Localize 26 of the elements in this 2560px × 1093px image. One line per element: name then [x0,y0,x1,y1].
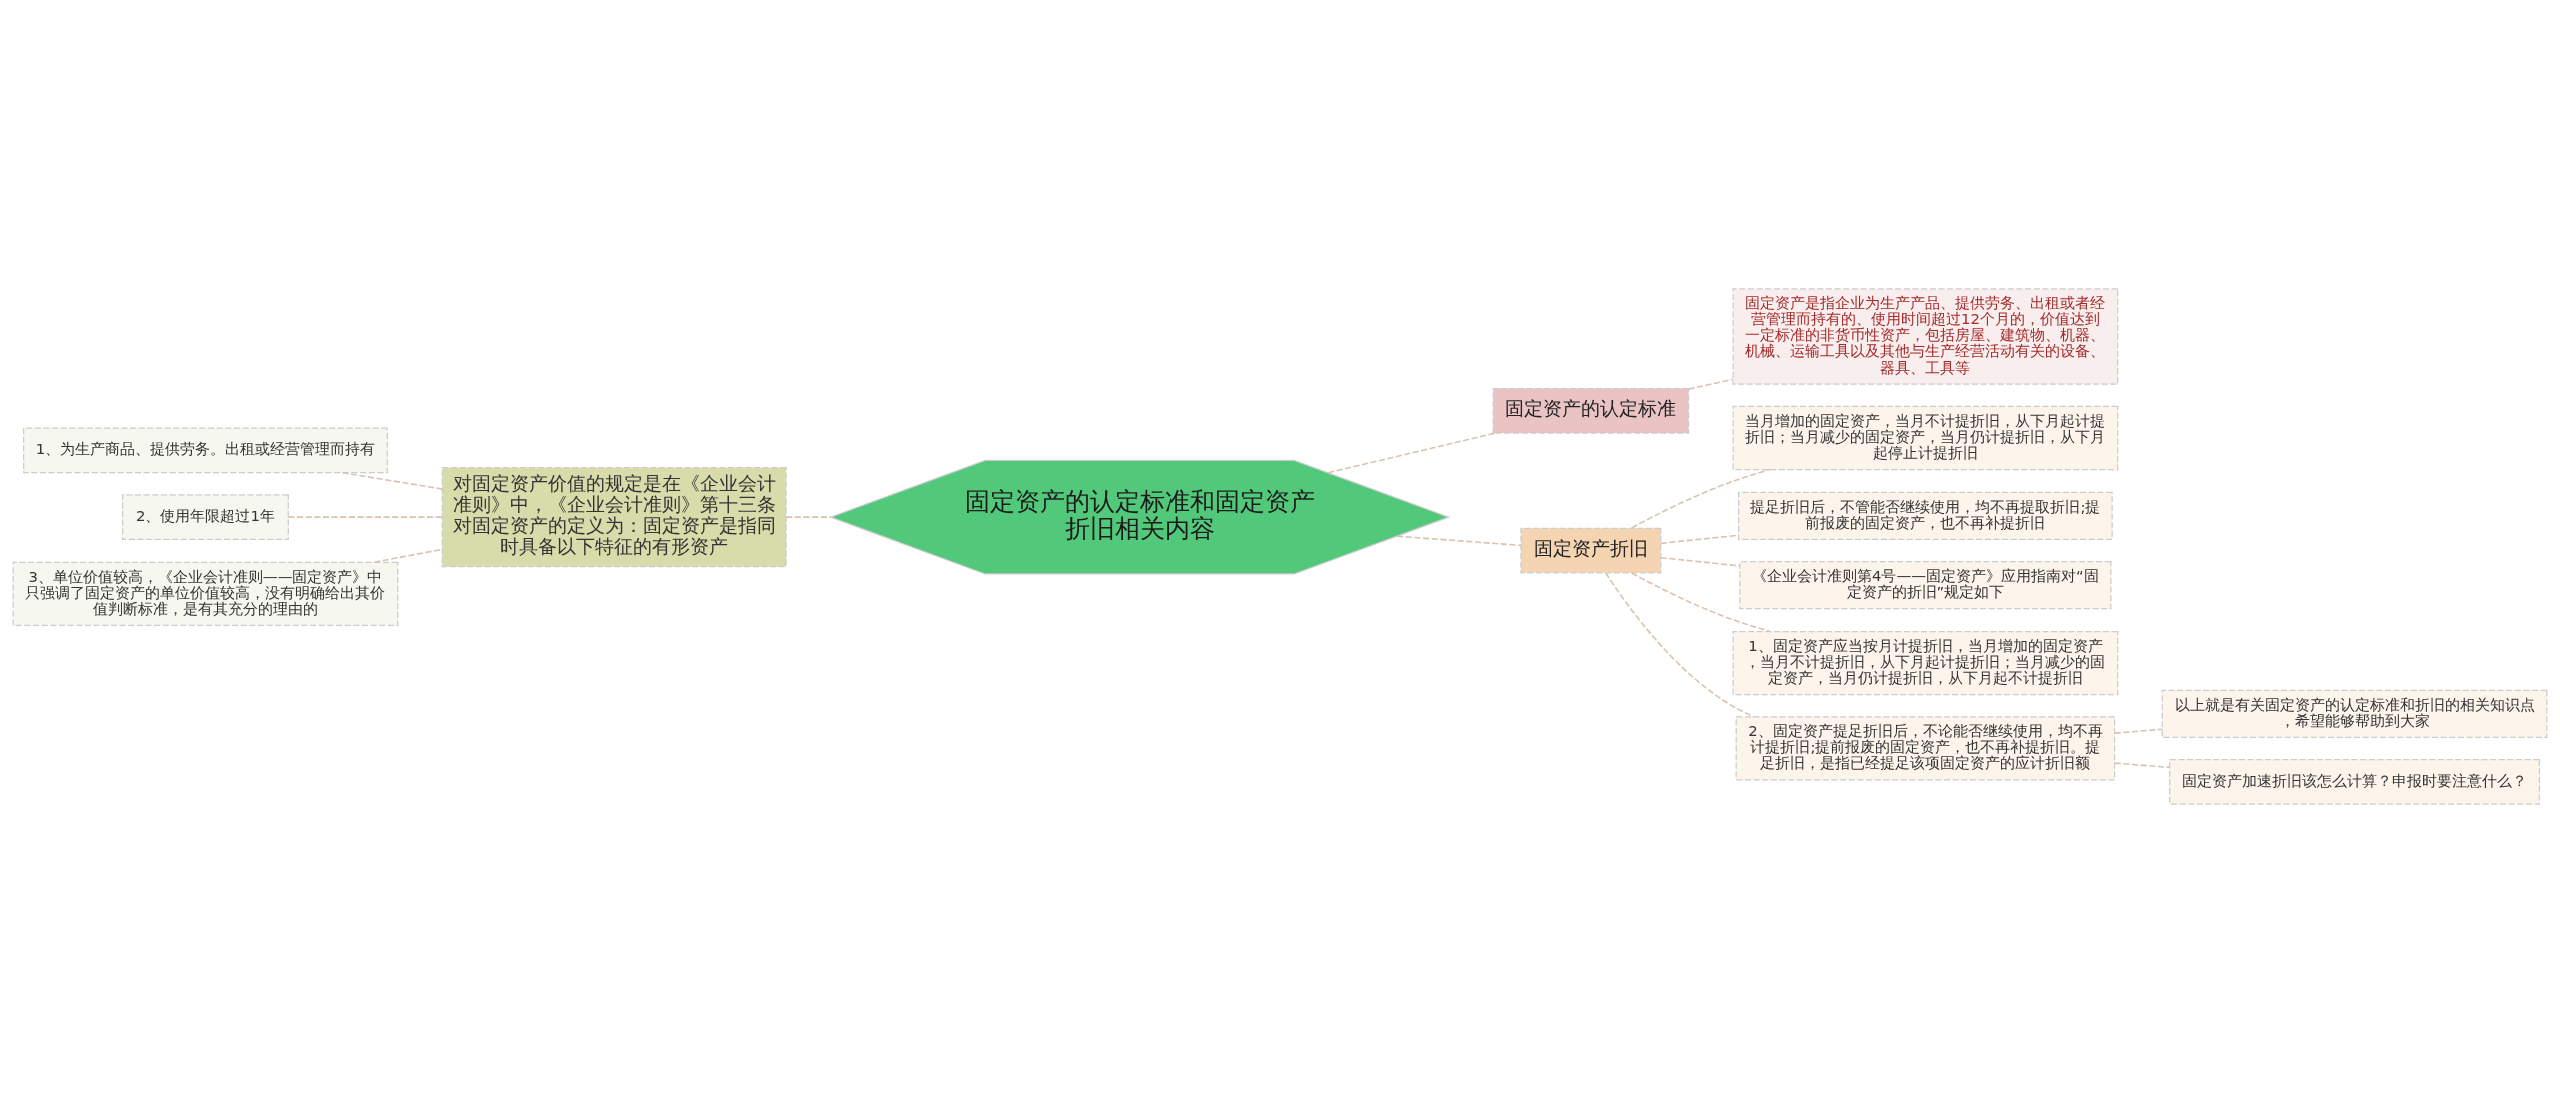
connector [1605,572,1755,718]
connector [1327,432,1497,474]
node-box: 对固定资产价值的规定是在《企业会计准则》中，《企业会计准则》第十三条对固定资产的定义为：固定资产是指同时具备以下特征的有形资产 [441,467,787,568]
node-box: 以上就是有关固定资产的认定标准和折旧的相关知识点，希望能够帮助到大家 [2161,689,2548,738]
node-box: 提足折旧后，不管能否继续使用，均不再提取折旧;提前报废的固定资产，也不再补提折旧 [1738,491,2113,540]
node-box: 当月增加的固定资产，当月不计提折旧，从下月起计提折旧；当月减少的固定资产，当月仍计提折旧，从下月起停止计提折旧 [1732,405,2119,471]
node-box: 1、为生产商品、提供劳务。出租或经营管理而持有 [23,427,388,474]
connector [373,548,443,563]
connector [341,471,443,490]
node-box: 2、使用年限超过1年 [121,494,289,540]
connector [2113,762,2171,769]
node-box: 2、固定资产提足折旧后，不论能否继续使用，均不再计提折旧;提前报废的固定资产，也不再补提折旧。提足折旧，是指已经提足该项固定资产的应计折旧额 [1735,716,2116,781]
node-box: 《企业会计准则第4号——固定资产》应用指南对“固定资产的折旧”规定如下 [1739,561,2112,610]
node-box: 1、固定资产应当按月计提折旧，当月增加的固定资产，当月不计提折旧，从下月起计提折旧；当月减少的固定资产，当月仍计提折旧，从下月起不计提折旧 [1732,630,2119,696]
connector [785,516,832,518]
connector [2113,728,2163,734]
connector [1660,556,1741,567]
node-box: 固定资产折旧 [1520,527,1662,574]
connector [287,516,443,518]
node-box: 3、单位价值较高，《企业会计准则——固定资产》中只强调了固定资产的单位价值较高，没有明确给出其价值判断标准，是有其充分的理由的 [12,561,399,626]
connector [1396,535,1522,547]
connector [1687,378,1734,390]
node-box: 固定资产是指企业为生产产品、提供劳务、出租或者经营管理而持有的、使用时间超过12个月的，价值达到一定标准的非货币性资产，包括房屋、建筑物、机器、机械、运输工具以及其他与生产经营活动有关的设备、器具、工具等 [1732,288,2119,385]
node-box: 固定资产的认定标准 [1492,387,1690,434]
connector [1660,534,1740,545]
node-box: 固定资产加速折旧该怎么计算？申报时要注意什么？ [2169,758,2541,805]
